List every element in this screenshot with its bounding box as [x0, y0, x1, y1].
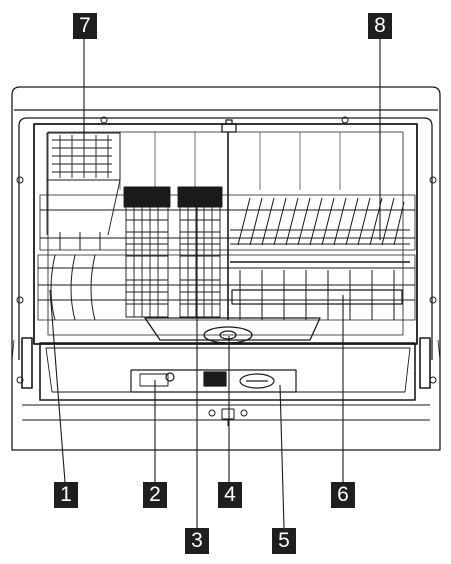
- callout-2: 2: [143, 482, 167, 508]
- leader-lines: [49, 38, 381, 529]
- door-bottom: [22, 404, 430, 421]
- upper-rack: [39, 194, 416, 251]
- cutlery-basket-left: [123, 186, 171, 318]
- rear-ribs: [119, 132, 341, 190]
- callout-1: 1: [54, 482, 78, 508]
- cutlery-basket-right: [177, 186, 223, 318]
- door: [11, 337, 441, 401]
- door-latch: [208, 408, 248, 426]
- tub-back-wall: [47, 131, 404, 336]
- callout-6: 6: [331, 482, 355, 508]
- dispenser-panel: [130, 369, 297, 393]
- callout-7: 7: [73, 13, 97, 39]
- tub-interior: [33, 123, 418, 345]
- cabinet-body: [11, 86, 441, 451]
- top-spray-feed: [221, 123, 237, 133]
- callout-5: 5: [272, 528, 296, 554]
- callout-8: 8: [368, 13, 392, 39]
- lower-spray-arm: [144, 317, 321, 344]
- callout-3: 3: [185, 528, 209, 554]
- lower-rack: [37, 254, 416, 321]
- callout-4: 4: [218, 482, 242, 508]
- cup-shelf: [46, 132, 121, 236]
- cabinet-inner-frame: [18, 117, 433, 360]
- upper-rack-tines: [237, 197, 405, 246]
